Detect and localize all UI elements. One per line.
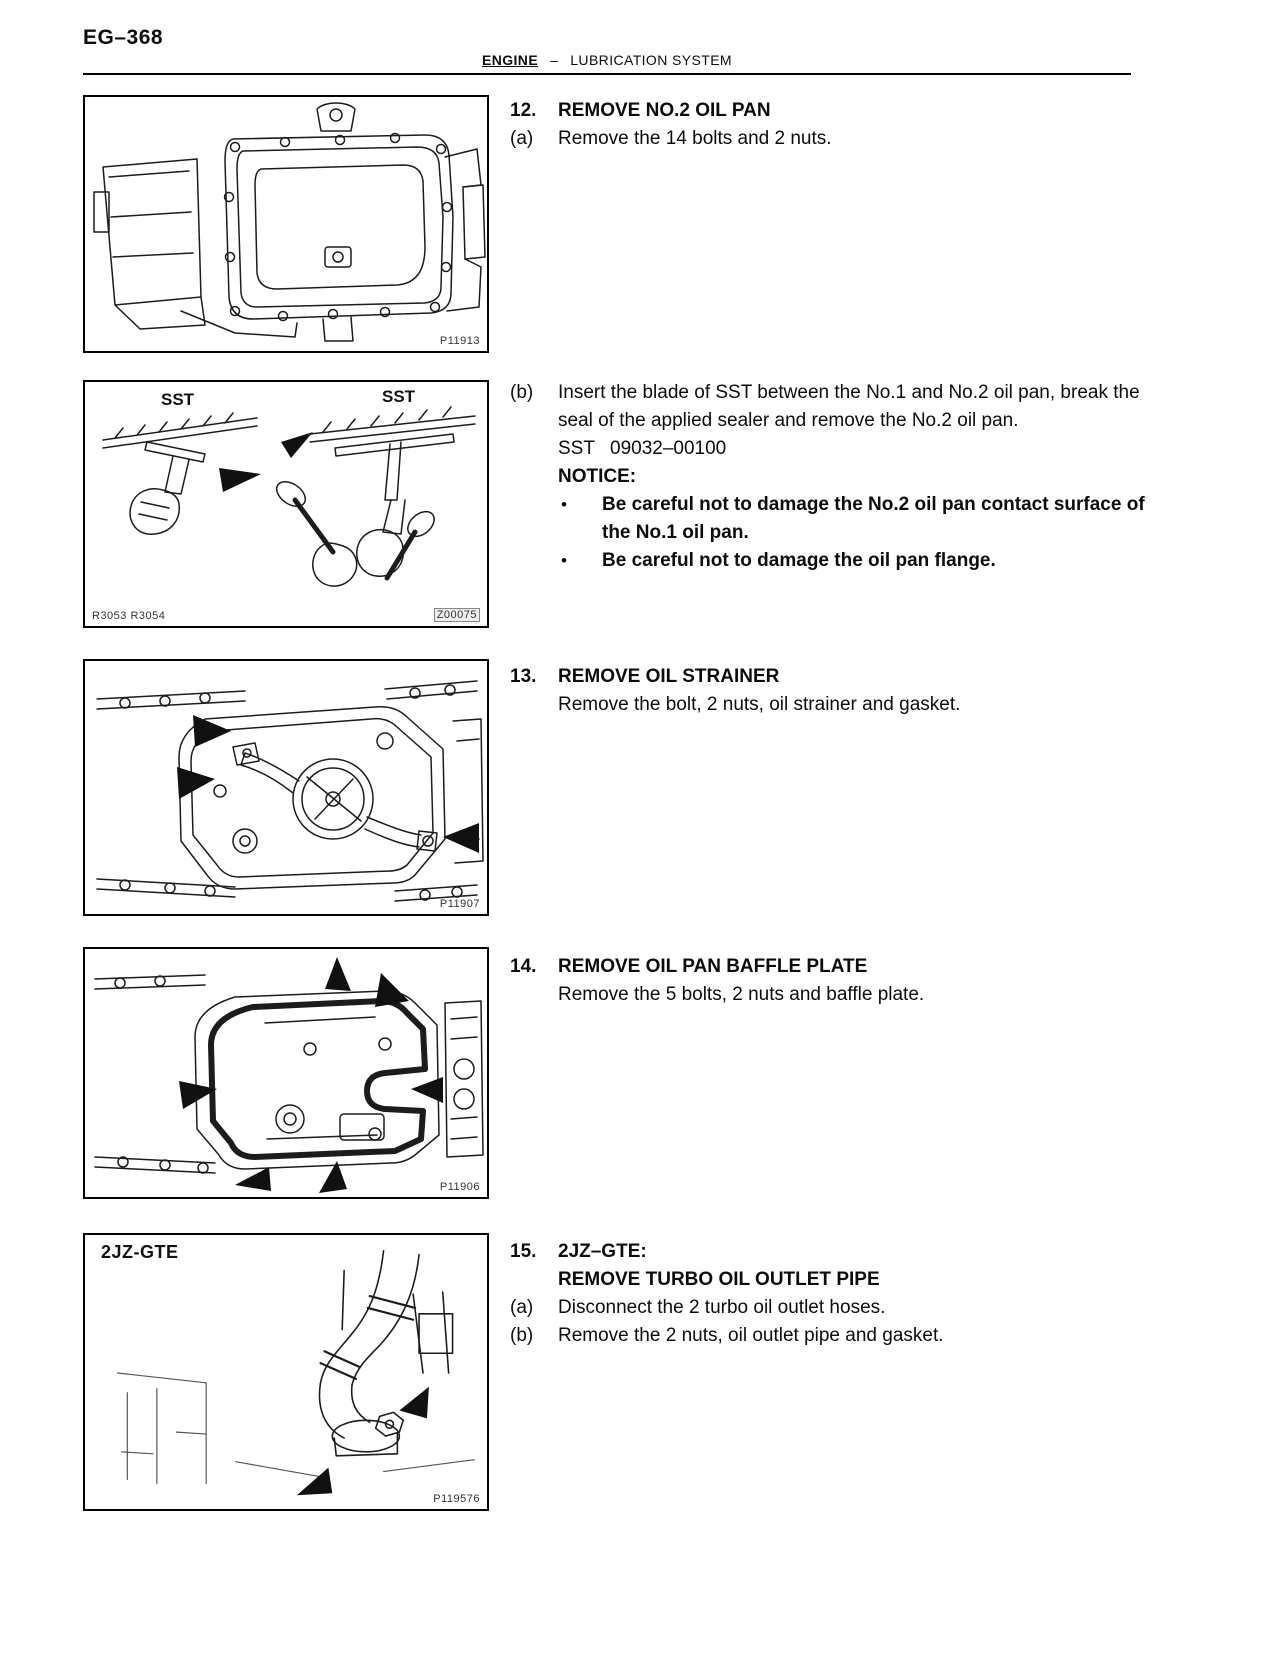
sst-label: SST: [558, 438, 595, 459]
sst-tools-illustration: [102, 406, 476, 587]
notice-item: • Be careful not to damage the No.2 oil …: [510, 491, 1158, 547]
oil-strainer-illustration: [96, 680, 484, 902]
sst-label-left: SST: [161, 390, 195, 409]
step-number: 13.: [510, 666, 537, 687]
page-header: ENGINE–LUBRICATION SYSTEM: [83, 52, 1131, 68]
figure-code: P11906: [439, 1181, 480, 1193]
step-12b: (b) Insert the blade of SST between the …: [510, 379, 1158, 575]
step-title: REMOVE OIL STRAINER: [558, 666, 780, 687]
step-15: 15. 2JZ–GTE: REMOVE TURBO OIL OUTLET PIP…: [510, 1238, 1158, 1350]
substep-text: Disconnect the 2 turbo oil outlet hoses.: [558, 1297, 886, 1318]
step-title-variant: 2JZ–GTE:: [558, 1241, 647, 1262]
step-12a: (a) Remove the 14 bolts and 2 nuts.: [510, 125, 1158, 153]
substep-label: (b): [510, 382, 534, 403]
step-title: REMOVE OIL PAN BAFFLE PLATE: [558, 956, 868, 977]
figure-baffle-plate: P11906: [83, 947, 489, 1199]
step-15b: (b) Remove the 2 nuts, oil outlet pipe a…: [510, 1322, 1158, 1350]
header-divider: [83, 73, 1131, 75]
figure-sst-seal-break: SST SST R3053 R3054 Z00075: [83, 380, 489, 628]
step-14-body: Remove the 5 bolts, 2 nuts and baffle pl…: [558, 984, 925, 1005]
step-12-heading: 12. REMOVE NO.2 OIL PAN: [510, 97, 1158, 125]
substep-text: Remove the 14 bolts and 2 nuts.: [558, 128, 832, 149]
baffle-plate-illustration: [94, 957, 484, 1193]
notice-text: Be careful not to damage the No.2 oil pa…: [602, 494, 1145, 543]
figure-code: P11907: [439, 898, 480, 910]
step-title: REMOVE NO.2 OIL PAN: [558, 100, 771, 121]
engine-variant-label: 2JZ-GTE: [101, 1242, 179, 1262]
substep-label: (a): [510, 1297, 534, 1318]
header-subsection: LUBRICATION SYSTEM: [570, 52, 732, 68]
figure-turbo-oil-outlet-pipe: 2JZ-GTE P119576: [83, 1233, 489, 1511]
sst-number: 09032–00100: [610, 438, 727, 459]
step-number: 15.: [510, 1241, 537, 1262]
notice-text: Be careful not to damage the oil pan fla…: [602, 550, 996, 571]
step-12b-text: (b) Insert the blade of SST between the …: [510, 379, 1158, 435]
step-15a: (a) Disconnect the 2 turbo oil outlet ho…: [510, 1294, 1158, 1322]
step-15-heading: 15. 2JZ–GTE:: [510, 1238, 1158, 1266]
turbo-pipe-illustration: [116, 1249, 475, 1496]
substep-label: (b): [510, 1325, 534, 1346]
sst-label-right: SST: [382, 387, 416, 406]
substep-text: Remove the 2 nuts, oil outlet pipe and g…: [558, 1325, 944, 1346]
oil-pan-bottom-illustration: [93, 102, 486, 342]
step-13-heading: 13. REMOVE OIL STRAINER: [510, 663, 1158, 691]
step-13: 13. REMOVE OIL STRAINER Remove the bolt,…: [510, 663, 1158, 719]
figure-no2-oil-pan: P11913: [83, 95, 489, 353]
substep-text: Insert the blade of SST between the No.1…: [558, 382, 1140, 431]
step-15-title: REMOVE TURBO OIL OUTLET PIPE: [558, 1269, 880, 1290]
sst-line: SST 09032–00100: [510, 435, 1158, 463]
page-number: EG–368: [83, 26, 164, 49]
header-section: ENGINE: [481, 52, 539, 68]
step-13-body: Remove the bolt, 2 nuts, oil strainer an…: [558, 694, 961, 715]
figure-code-left: R3053 R3054: [92, 610, 166, 622]
bullet-icon: •: [561, 551, 567, 570]
step-number: 14.: [510, 956, 537, 977]
bullet-icon: •: [561, 495, 567, 514]
substep-label: (a): [510, 128, 534, 149]
step-14: 14. REMOVE OIL PAN BAFFLE PLATE Remove t…: [510, 953, 1158, 1009]
step-number: 12.: [510, 100, 537, 121]
step-14-heading: 14. REMOVE OIL PAN BAFFLE PLATE: [510, 953, 1158, 981]
figure-code: P119576: [433, 1493, 480, 1505]
step-12: 12. REMOVE NO.2 OIL PAN (a) Remove the 1…: [510, 97, 1158, 153]
notice-heading: NOTICE:: [558, 466, 637, 487]
figure-code-right: Z00075: [433, 608, 480, 622]
figure-code: P11913: [439, 335, 480, 347]
notice-item: • Be careful not to damage the oil pan f…: [510, 547, 1158, 575]
figure-oil-strainer: P11907: [83, 659, 489, 916]
header-dash: –: [550, 52, 559, 68]
